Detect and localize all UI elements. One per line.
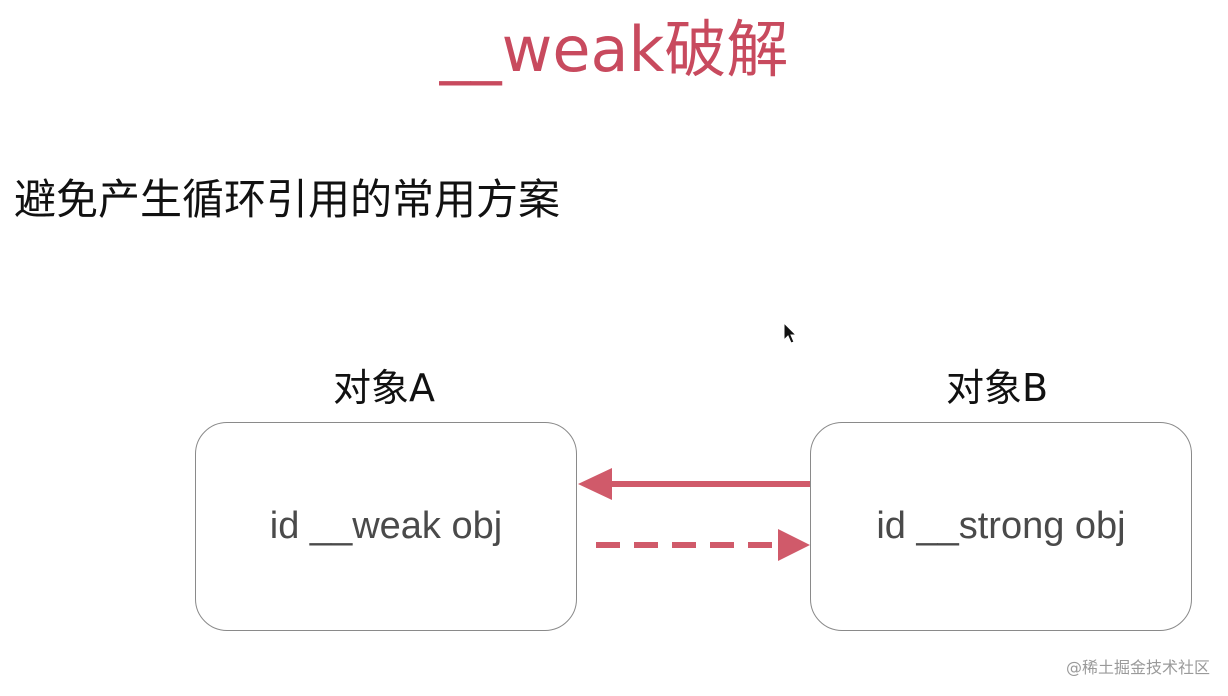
object-a-content: id __weak obj bbox=[269, 505, 503, 547]
strong-reference-arrow bbox=[578, 468, 810, 500]
watermark: @稀土掘金技术社区 bbox=[1065, 658, 1210, 677]
object-b-content: id __strong obj bbox=[876, 505, 1126, 547]
slide-title: __weak破解 bbox=[439, 13, 789, 86]
object-b-box: id __strong obj bbox=[810, 422, 1192, 631]
slide-subtitle: 避免产生循环引用的常用方案 bbox=[14, 175, 561, 224]
mouse-pointer-icon bbox=[783, 322, 797, 344]
object-a-box: id __weak obj bbox=[195, 422, 577, 631]
weak-reference-arrow bbox=[596, 529, 810, 561]
object-a-label: 对象A bbox=[333, 366, 435, 410]
object-b-label: 对象B bbox=[946, 366, 1049, 410]
